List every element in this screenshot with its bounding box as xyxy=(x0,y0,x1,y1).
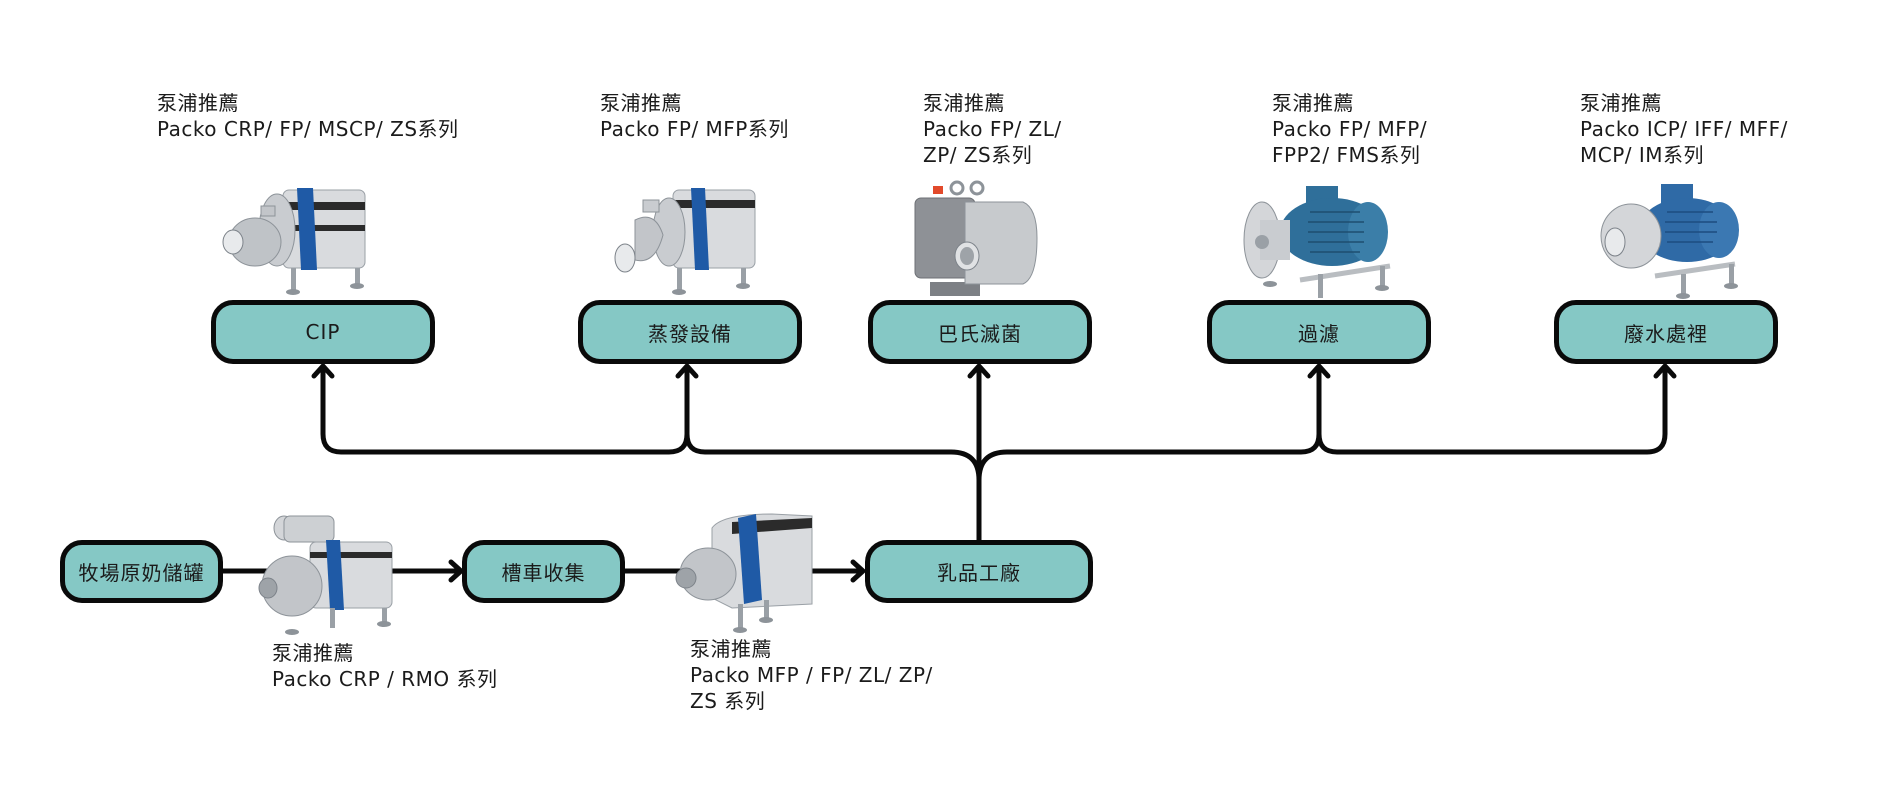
recommendation-filter: 泵浦推薦 Packo FP/ MFP/ FPP2/ FMS系列 xyxy=(1272,90,1427,168)
recommendation-farm-tanker: 泵浦推薦 Packo CRP / RMO 系列 xyxy=(272,640,498,692)
recommendation-pasteur: 泵浦推薦 Packo FP/ ZL/ ZP/ ZS系列 xyxy=(923,90,1062,168)
rec-title: 泵浦推薦 xyxy=(690,637,772,661)
node-label: 巴氏滅菌 xyxy=(938,321,1022,346)
node-tanker-collection[interactable]: 槽車收集 xyxy=(462,540,625,603)
rec-series: Packo ICP/ IFF/ MFF/ xyxy=(1580,117,1788,141)
recommendation-tanker-factory: 泵浦推薦 Packo MFP / FP/ ZL/ ZP/ ZS 系列 xyxy=(690,636,933,714)
node-label: CIP xyxy=(305,320,341,344)
rec-title: 泵浦推薦 xyxy=(272,641,354,665)
node-label: 蒸發設備 xyxy=(648,321,732,346)
lobe-pump-icon xyxy=(914,180,1038,296)
recommendation-cip: 泵浦推薦 Packo CRP/ FP/ MSCP/ ZS系列 xyxy=(157,90,459,142)
recommendation-evap: 泵浦推薦 Packo FP/ MFP系列 xyxy=(600,90,789,142)
rec-series: Packo FP/ MFP/ xyxy=(1272,117,1428,141)
rec-series: ZS 系列 xyxy=(690,689,766,713)
rec-title: 泵浦推薦 xyxy=(1580,91,1662,115)
node-filtration[interactable]: 過濾 xyxy=(1207,300,1431,364)
node-wastewater[interactable]: 廢水處裡 xyxy=(1554,300,1778,364)
rec-series: FPP2/ FMS系列 xyxy=(1272,143,1421,167)
node-pasteurization[interactable]: 巴氏滅菌 xyxy=(868,300,1092,364)
node-cip[interactable]: CIP xyxy=(211,300,435,364)
centrifugal-pump-icon xyxy=(675,513,813,633)
centrifugal-pump-icon xyxy=(614,188,756,295)
node-label: 牧場原奶儲罐 xyxy=(78,561,205,585)
motor-pump-icon xyxy=(1243,186,1391,298)
rec-title: 泵浦推薦 xyxy=(1272,91,1354,115)
node-evaporation[interactable]: 蒸發設備 xyxy=(578,300,802,364)
rec-series: Packo FP/ ZL/ xyxy=(923,117,1062,141)
rec-series: Packo FP/ MFP系列 xyxy=(600,117,789,141)
node-label: 廢水處裡 xyxy=(1624,321,1708,346)
connector-branch-left xyxy=(320,366,982,481)
rec-series: MCP/ IM系列 xyxy=(1580,143,1705,167)
self-priming-pump-icon xyxy=(258,515,393,635)
rec-title: 泵浦推薦 xyxy=(600,91,682,115)
node-label: 槽車收集 xyxy=(501,561,586,585)
centrifugal-pump-icon xyxy=(222,188,366,295)
rec-series: Packo MFP / FP/ ZL/ ZP/ xyxy=(690,663,933,687)
motor-pump-icon xyxy=(1600,184,1739,299)
node-farm-tank[interactable]: 牧場原奶儲罐 xyxy=(60,540,223,603)
recommendation-waste: 泵浦推薦 Packo ICP/ IFF/ MFF/ MCP/ IM系列 xyxy=(1580,90,1788,168)
node-label: 過濾 xyxy=(1298,321,1340,346)
rec-series: Packo CRP / RMO 系列 xyxy=(272,667,498,691)
node-dairy-factory[interactable]: 乳品工廠 xyxy=(865,540,1093,603)
node-label: 乳品工廠 xyxy=(937,561,1021,585)
rec-title: 泵浦推薦 xyxy=(157,91,239,115)
connector-branch-right xyxy=(976,366,1668,481)
rec-title: 泵浦推薦 xyxy=(923,91,1005,115)
rec-series: Packo CRP/ FP/ MSCP/ ZS系列 xyxy=(157,117,459,141)
rec-series: ZP/ ZS系列 xyxy=(923,143,1033,167)
